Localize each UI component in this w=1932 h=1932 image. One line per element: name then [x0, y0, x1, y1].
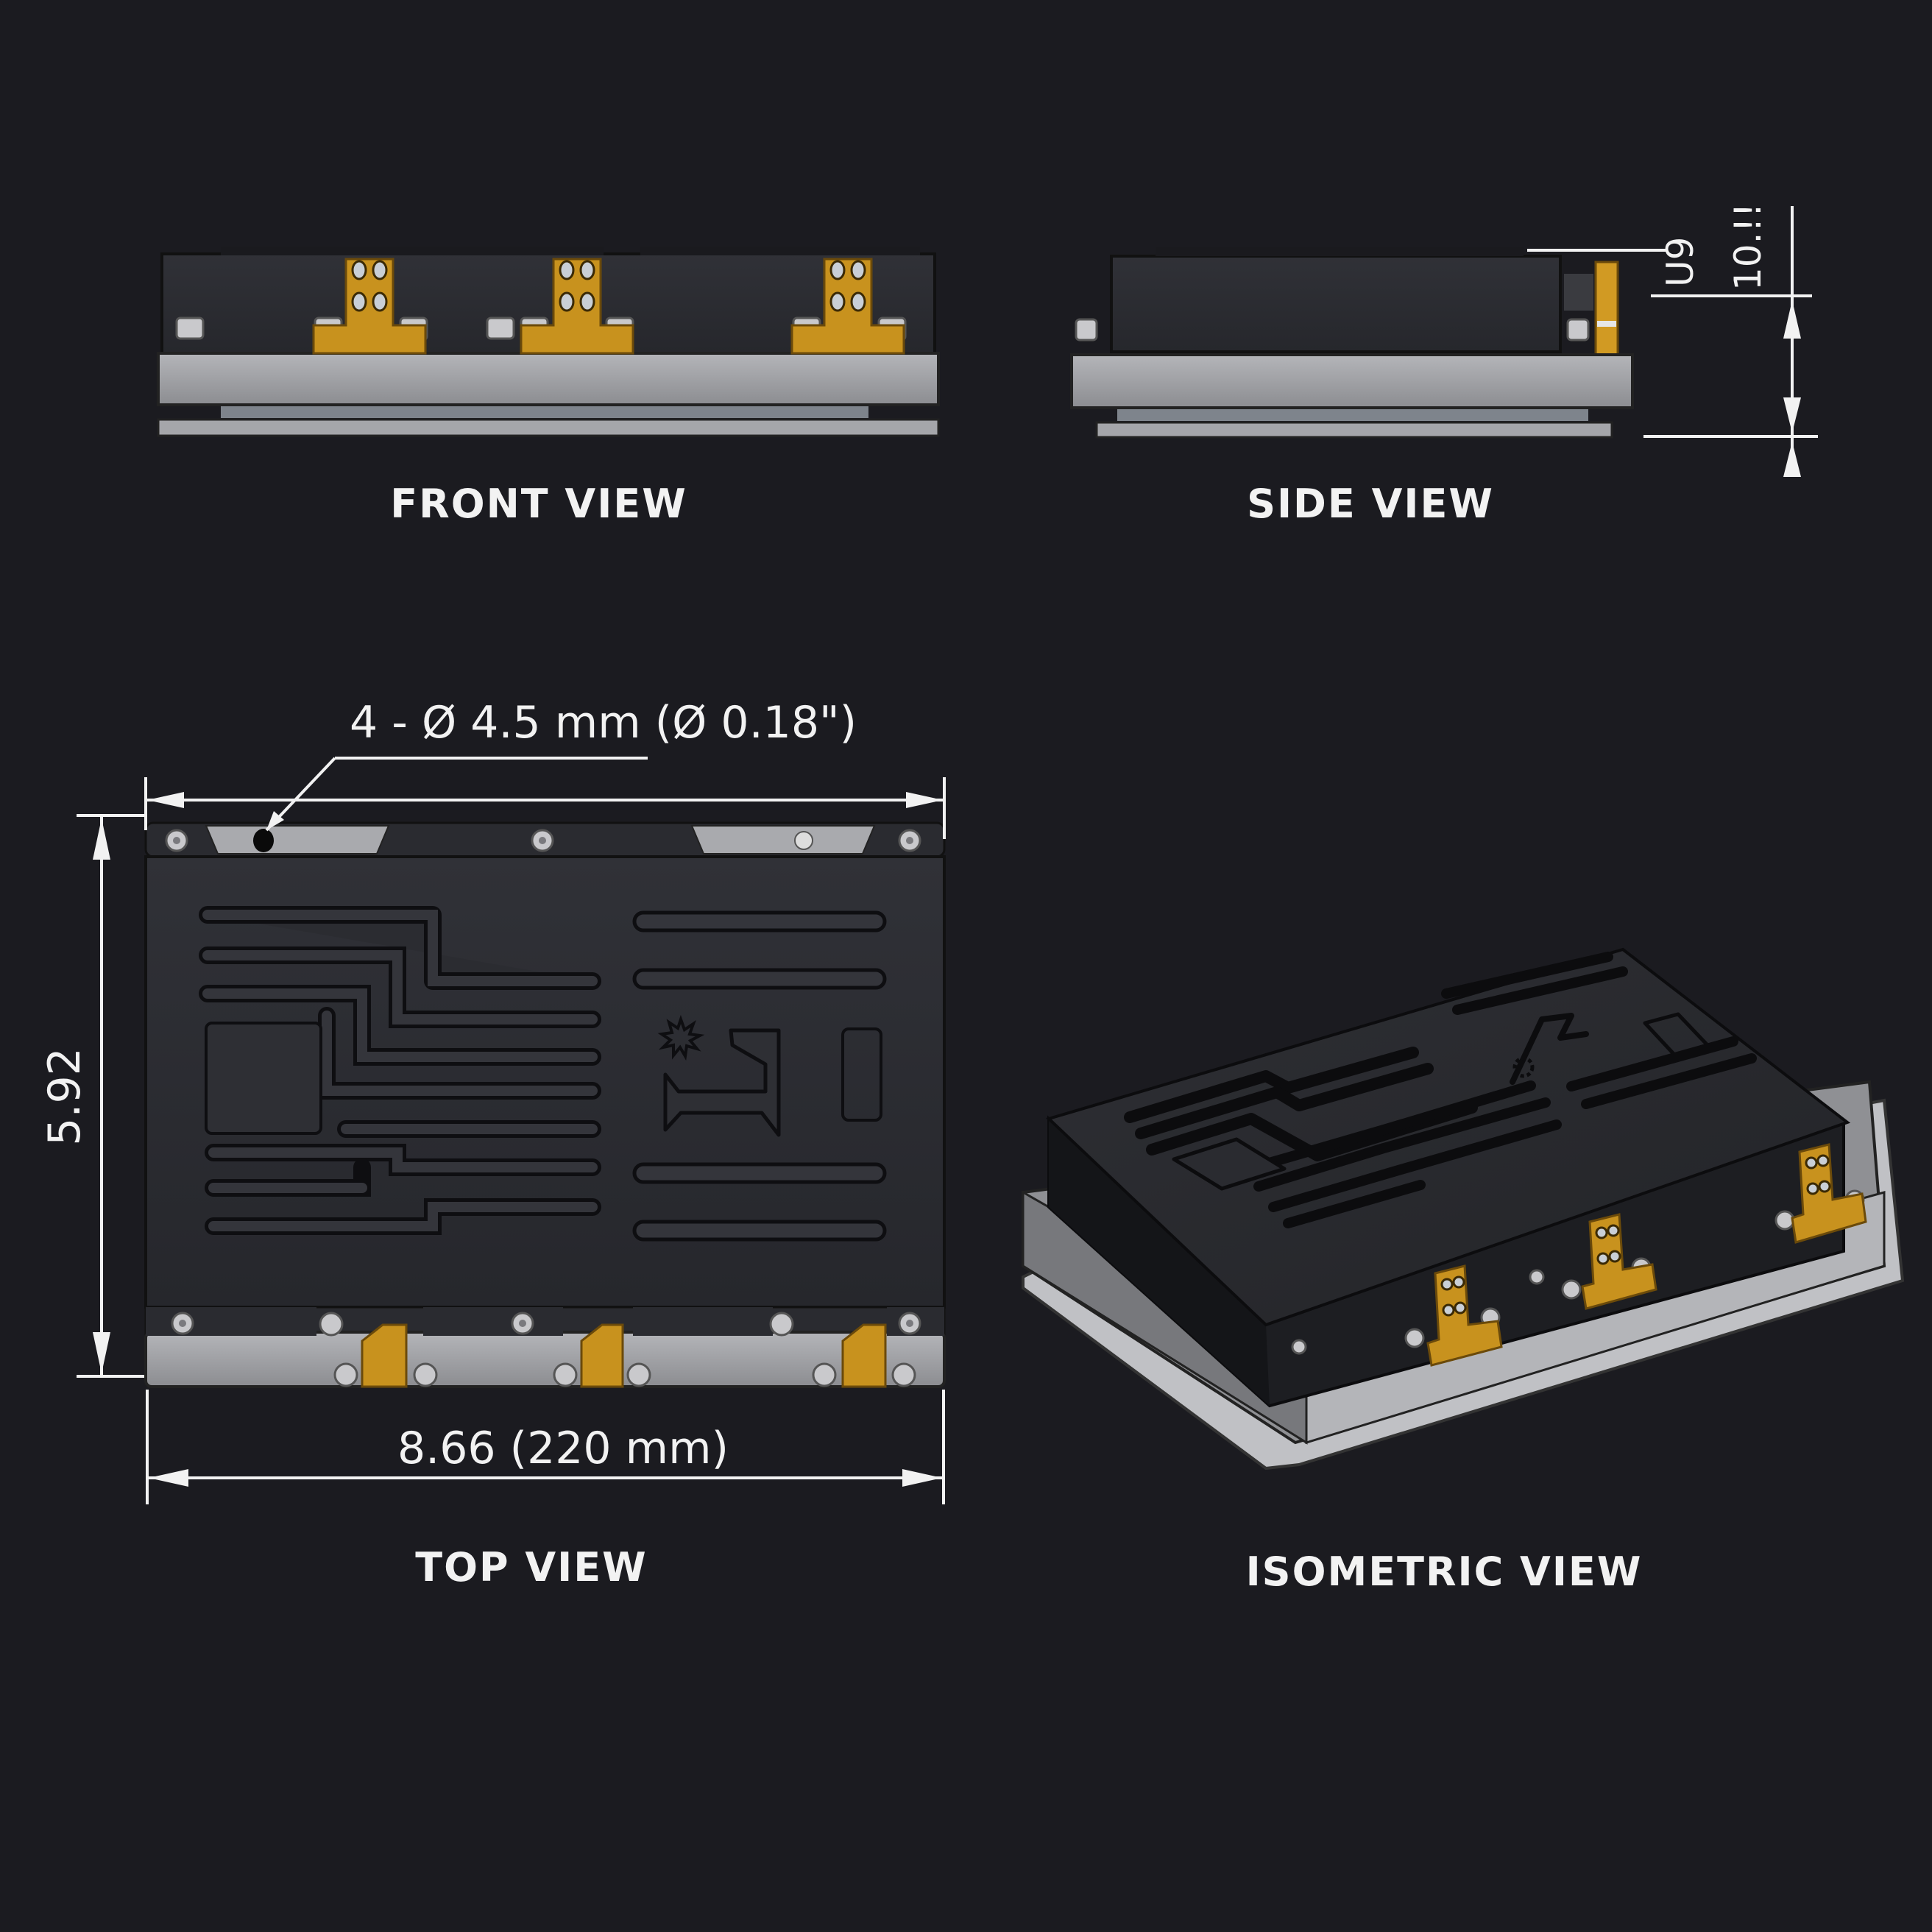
screw-icon	[486, 316, 515, 340]
isometric-view: ISOMETRIC VIEW	[1022, 947, 1905, 1595]
side-connector	[1564, 274, 1593, 311]
front-gasket	[221, 406, 868, 418]
screw-icon	[1075, 318, 1098, 342]
terminal-1	[1404, 1264, 1503, 1367]
front-heatsink-strip	[221, 247, 604, 255]
side-view: U9 10.!! SIDE VIEW	[1070, 202, 1818, 527]
terminal-3	[790, 258, 907, 355]
width-label: 8.66 (220 mm)	[397, 1423, 729, 1474]
height-label-2: 10.!!	[1727, 202, 1769, 291]
arrow-up-icon	[1783, 300, 1801, 339]
heatsink-ribs	[199, 906, 601, 1235]
screw-icon	[171, 1312, 194, 1335]
side-gasket	[1117, 409, 1588, 421]
iso-ribs	[1124, 952, 1757, 1228]
screw-icon	[898, 829, 921, 852]
top-view-label: TOP VIEW	[415, 1544, 647, 1590]
mounting-hole	[253, 829, 274, 852]
terminal-2	[1561, 1213, 1657, 1310]
terminal-1	[333, 1323, 438, 1388]
screw-icon	[319, 1312, 344, 1337]
side-terminal	[1594, 261, 1619, 356]
star-burst-icon	[1512, 1056, 1535, 1078]
isometric-view-label: ISOMETRIC VIEW	[1246, 1549, 1643, 1595]
mounting-hole	[794, 831, 813, 850]
logo-rect	[841, 1027, 882, 1122]
screw-icon	[1291, 1339, 1307, 1355]
screw-icon	[1529, 1269, 1545, 1285]
terminal-2	[553, 1323, 651, 1388]
side-baseplate	[1070, 353, 1634, 409]
pad-square	[205, 1022, 322, 1135]
top-view: 4 - Ø 4.5 mm (Ø 0.18") 5.92 8.66 (220 mm…	[39, 697, 946, 1590]
arrow-right-icon	[906, 792, 943, 808]
arrow-down-icon	[93, 1332, 110, 1373]
mount-slot	[205, 825, 390, 854]
hole-callout: 4 - Ø 4.5 mm (Ø 0.18")	[350, 697, 857, 749]
front-view: FRONT VIEW	[157, 247, 940, 527]
terminal-3	[812, 1323, 916, 1388]
front-heatsink-strip	[640, 247, 920, 255]
bracket-logo-icon	[663, 1028, 781, 1137]
depth-label: 5.92	[39, 1047, 91, 1146]
terminal-3	[1774, 1143, 1867, 1244]
arrow-left-icon	[149, 1469, 188, 1487]
screw-icon	[1566, 318, 1590, 342]
arrow-up-icon	[1783, 442, 1801, 477]
screw-icon	[531, 829, 554, 852]
height-label-1: U9	[1659, 237, 1702, 287]
front-baseplate	[157, 352, 940, 406]
arrow-left-icon	[147, 792, 184, 808]
front-bottom-plate	[157, 418, 940, 437]
side-heatsink-strip	[1156, 247, 1524, 256]
front-view-label: FRONT VIEW	[390, 481, 687, 527]
terminal-2	[520, 258, 634, 355]
right-ribs	[632, 910, 887, 1242]
mount-slot	[690, 825, 876, 854]
arrow-right-icon	[902, 1469, 942, 1487]
screw-icon	[898, 1312, 921, 1335]
side-housing	[1110, 255, 1562, 353]
star-burst-icon	[657, 1014, 705, 1061]
side-bottom-plate	[1095, 421, 1613, 439]
iso-housing-top	[1046, 947, 1851, 1327]
screw-icon	[165, 829, 188, 852]
screw-icon	[511, 1312, 534, 1335]
screw-icon	[175, 316, 205, 340]
terminal-1	[312, 258, 428, 355]
arrow-down-icon	[1783, 397, 1801, 433]
screw-icon	[769, 1312, 794, 1337]
side-view-label: SIDE VIEW	[1247, 481, 1494, 527]
arrow-up-icon	[93, 818, 110, 860]
